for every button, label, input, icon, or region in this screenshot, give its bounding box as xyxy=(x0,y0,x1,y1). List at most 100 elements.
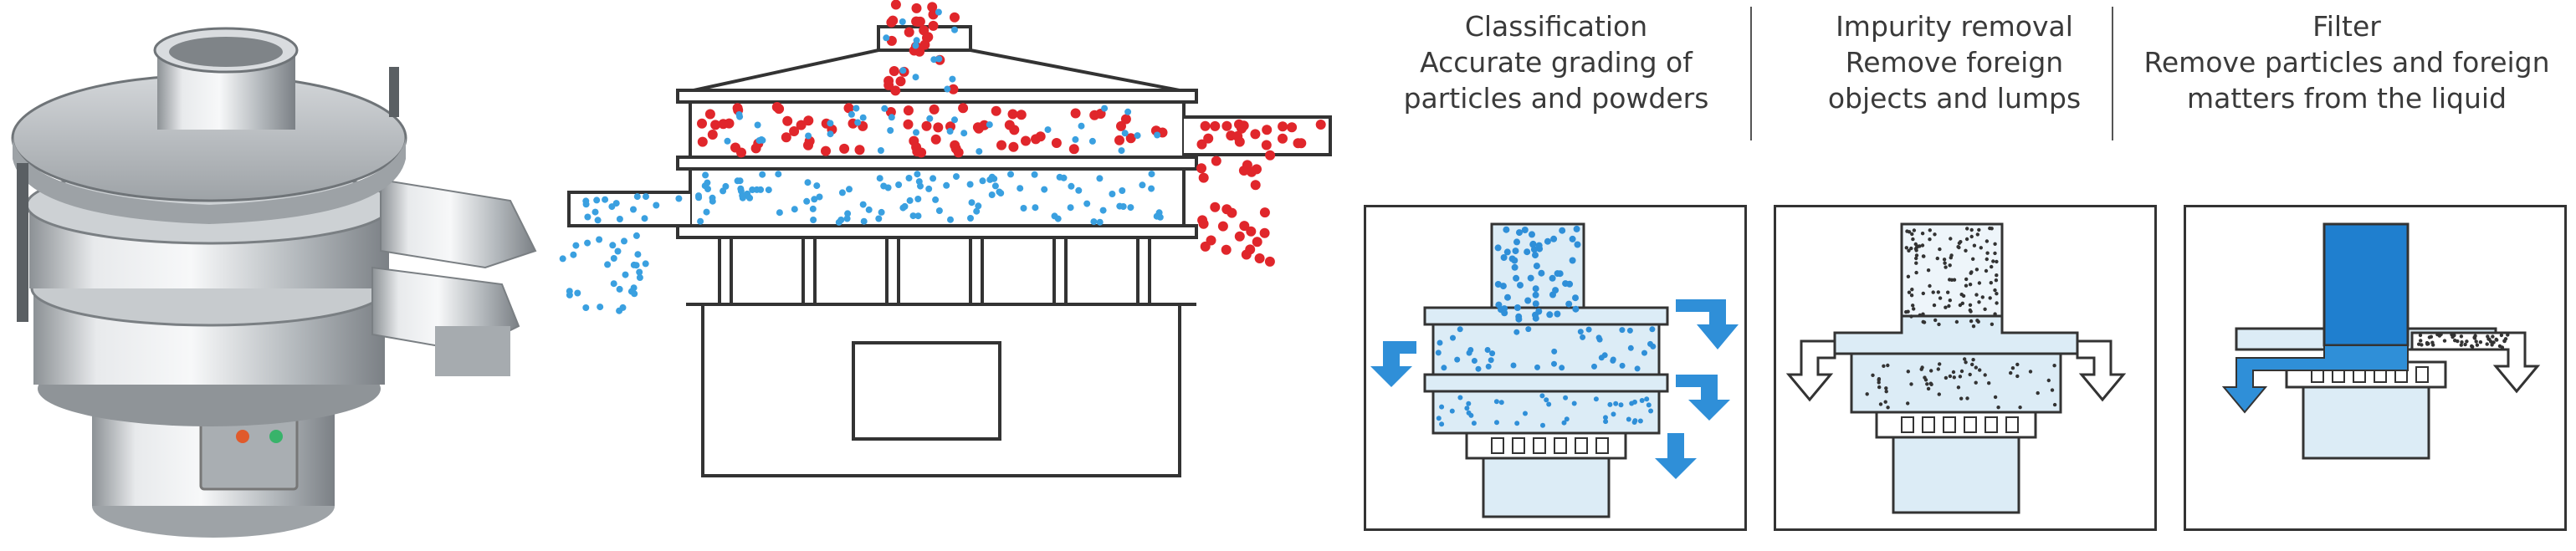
particle-dot xyxy=(1457,395,1463,400)
particle-dot xyxy=(1007,109,1018,120)
particle-dot xyxy=(1964,283,1969,288)
particle-dot xyxy=(1959,369,1964,374)
particle-dot xyxy=(913,37,920,44)
particle-dot xyxy=(1938,247,1942,252)
particle-dot xyxy=(593,196,601,204)
particle-dot xyxy=(1535,242,1543,249)
particle-dot xyxy=(2046,378,2051,383)
particle-dot xyxy=(1535,308,1543,315)
particle-dot xyxy=(1513,329,1520,335)
particle-dot xyxy=(1968,303,1973,307)
particle-dot xyxy=(975,202,982,210)
particle-dot xyxy=(843,103,854,114)
particle-dot xyxy=(653,202,660,209)
particle-dot xyxy=(1975,232,1979,237)
particle-dot xyxy=(1493,399,1499,405)
function-title: Impurity removal xyxy=(1836,10,2073,43)
particle-dot xyxy=(1532,314,1539,322)
particle-dot xyxy=(1951,370,1956,375)
particle-dot xyxy=(1044,126,1052,134)
particle-dot xyxy=(1139,181,1146,189)
particle-dot xyxy=(2472,335,2476,339)
particle-dot xyxy=(1234,231,1245,242)
particle-dot xyxy=(771,102,782,112)
particle-dot xyxy=(1559,227,1566,234)
particle-dot xyxy=(1265,150,1276,161)
particle-dot xyxy=(1937,392,1941,396)
particle-dot xyxy=(707,130,718,140)
particle-dot xyxy=(986,176,994,183)
particle-dot xyxy=(1607,401,1613,407)
particle-dot xyxy=(2465,339,2469,344)
schematic-springs xyxy=(718,236,1151,306)
particle-dot xyxy=(627,288,635,295)
particle-dot xyxy=(1504,293,1511,301)
particle-dot xyxy=(930,175,937,182)
particle-dot xyxy=(950,12,960,23)
particle-dot xyxy=(1610,356,1616,363)
particle-dot xyxy=(1118,147,1125,155)
particle-dot xyxy=(1907,290,1912,294)
particle-dot xyxy=(750,143,761,154)
outlet-spout-upper xyxy=(380,178,537,269)
particle-dot xyxy=(916,147,927,158)
particle-dot xyxy=(697,217,704,225)
particle-dot xyxy=(953,147,964,158)
particle-dot xyxy=(2470,344,2474,349)
particle-dot xyxy=(1909,293,1914,298)
particle-dot xyxy=(1232,130,1243,141)
particle-dot xyxy=(895,181,903,188)
particle-dot xyxy=(958,103,969,114)
particle-dot xyxy=(1644,396,1650,402)
particle-dot xyxy=(1993,251,1997,256)
particle-dot xyxy=(1932,303,1937,308)
particle-dot xyxy=(1498,400,1504,406)
particle-dot xyxy=(584,213,592,221)
particle-dot xyxy=(2015,374,2020,379)
particle-dot xyxy=(2475,343,2480,347)
particle-dot xyxy=(1437,339,1443,346)
particle-dot xyxy=(2018,406,2022,410)
particle-dot xyxy=(1217,221,1228,232)
particle-dot xyxy=(919,39,930,50)
particle-dot xyxy=(1571,400,1577,406)
particle-dot xyxy=(946,128,954,135)
particle-dot xyxy=(1148,171,1155,178)
particle-dot xyxy=(630,206,637,213)
particle-dot xyxy=(1995,259,1999,264)
cover-rim xyxy=(13,138,406,224)
schematic-base-window xyxy=(852,341,1001,441)
particle-dot xyxy=(1549,274,1556,282)
particle-dot xyxy=(2463,342,2467,347)
particle-dot xyxy=(1928,283,1932,288)
particle-dot xyxy=(2460,340,2464,344)
particle-dot xyxy=(1035,131,1046,142)
particle-dot xyxy=(1906,370,1910,374)
particle-dot xyxy=(1287,122,1298,133)
function-desc-line: Remove particles and foreign xyxy=(2143,46,2550,79)
particle-dot xyxy=(1004,120,1015,130)
particle-dot xyxy=(1954,319,1959,324)
particle-dot xyxy=(906,196,914,204)
particle-dot xyxy=(1914,253,1919,258)
particle-dot xyxy=(709,197,716,205)
particle-dot xyxy=(835,218,842,226)
particle-dot xyxy=(734,177,741,185)
particle-dot xyxy=(1538,269,1545,277)
particle-dot xyxy=(1532,300,1539,308)
vibrating-sieve-machine-image xyxy=(0,0,552,551)
particle-dot xyxy=(776,209,783,217)
particle-dot xyxy=(1909,246,1913,251)
particle-dot xyxy=(1965,396,1969,400)
particle-dot xyxy=(1021,135,1031,146)
particle-dot xyxy=(1109,191,1116,197)
particle-dot xyxy=(953,173,960,181)
particle-dot xyxy=(1639,398,1645,403)
particle-dot xyxy=(1466,349,1472,356)
particle-dot xyxy=(951,26,958,33)
particle-dot xyxy=(754,121,761,129)
particle-dot xyxy=(1984,268,1989,273)
particle-dot xyxy=(1637,418,1643,424)
particle-dot xyxy=(810,217,817,223)
function-impurity-removal: Impurity removal Remove foreign objects … xyxy=(1762,8,2147,134)
